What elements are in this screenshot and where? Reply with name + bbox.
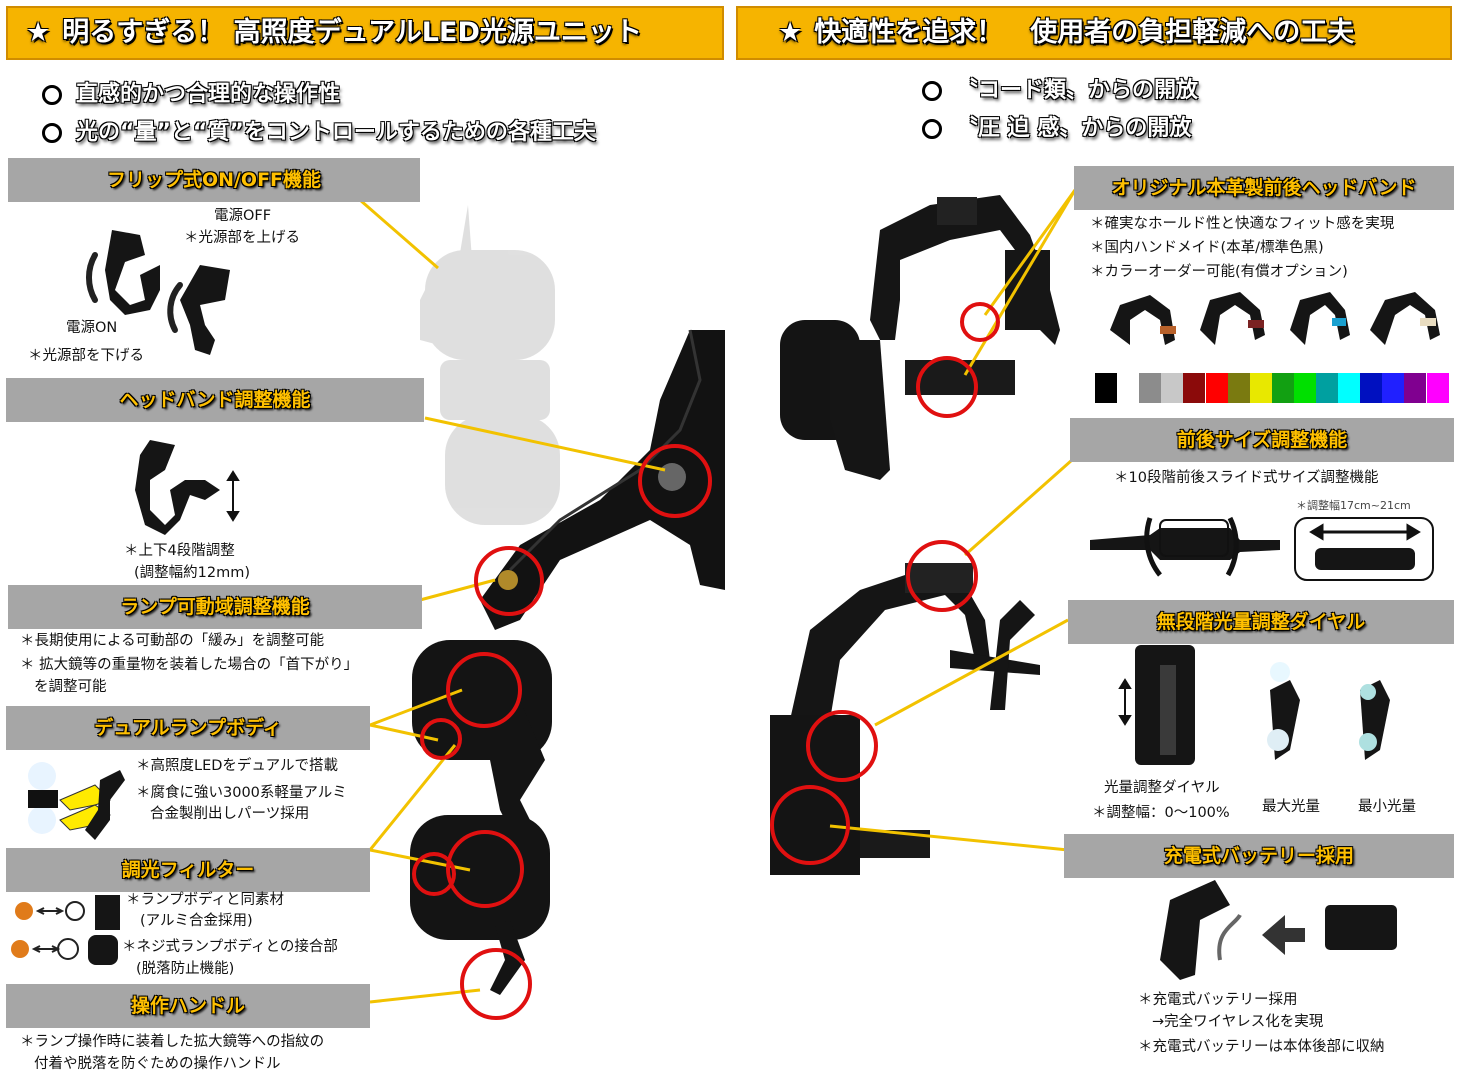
color-swatch	[1316, 373, 1338, 403]
ring-filter-1	[446, 830, 524, 908]
color-swatch	[1426, 373, 1449, 403]
color-swatch	[1205, 373, 1228, 403]
star-icon: ★	[778, 17, 803, 48]
right-banner-title: 快適性を追求！ 使用者の負担軽減への工夫	[814, 17, 1355, 48]
circle-bullet-icon	[42, 123, 62, 143]
color-swatch	[1117, 373, 1140, 403]
color-swatch	[1227, 373, 1250, 403]
ring-leather-1	[960, 302, 1000, 342]
headband-note-2: (調整幅約12mm)	[134, 565, 251, 581]
lamp-range-note-2: ＊ 拡大鏡等の重量物を装着した場合の「首下がり」	[20, 657, 359, 673]
ring-dual-lamp-1	[446, 652, 522, 728]
handle-note-1: ＊ランプ操作時に装着した拡大鏡等への指紋の	[20, 1034, 325, 1050]
dual-lamp-note-2: ＊腐食に強い3000系軽量アルミ	[136, 785, 347, 801]
left-banner-title: 明るすぎる！ 高照度デュアルLED光源ユニット	[62, 17, 642, 48]
filter-note-1: ＊ランプボディと同素材	[126, 892, 285, 908]
dial-note: ＊調整幅：0～100%	[1092, 805, 1230, 821]
dual-lamp-note-1: ＊高照度LEDをデュアルで搭載	[136, 758, 338, 774]
dial-min-label: 最小光量	[1358, 799, 1416, 815]
dial-max-label: 最大光量	[1262, 799, 1320, 815]
feature-flip-title: フリップ式ON/OFF機能	[8, 158, 420, 202]
feature-dual-lamp-title: デュアルランプボディ	[6, 706, 370, 750]
leather-note-2: ＊国内ハンドメイド(本革/標準色黒)	[1090, 240, 1324, 256]
feature-headband-title: ヘッドバンド調整機能	[6, 378, 424, 422]
ring-headband-knob	[638, 444, 712, 518]
filter-note-4: (脱落防止機能)	[136, 961, 235, 977]
feature-battery-title: 充電式バッテリー採用	[1064, 834, 1454, 878]
battery-note-3: ＊充電式バッテリーは本体後部に収納	[1138, 1039, 1385, 1055]
battery-note-2: →完全ワイヤレス化を実現	[1152, 1014, 1324, 1030]
lamp-range-note-1: ＊長期使用による可動部の「緩み」を調整可能	[20, 633, 325, 649]
color-swatch	[1139, 373, 1162, 403]
feature-lamp-range-title: ランプ可動域調整機能	[8, 585, 422, 629]
right-bullet-2: 〝圧 迫 感〟からの開放	[922, 110, 1191, 142]
flip-off-note: ＊光源部を上げる	[184, 230, 300, 246]
feature-leather-title: オリジナル本革製前後ヘッドバンド	[1074, 166, 1454, 210]
color-swatch	[1161, 373, 1184, 403]
size-range: ＊調整幅17cm~21cm	[1296, 499, 1411, 512]
leather-note-1: ＊確実なホールド性と快適なフィット感を実現	[1090, 216, 1395, 232]
left-bullet-2: 光の“量”と“質”をコントロールするための各種工夫	[42, 114, 596, 146]
left-bullet-1: 直感的かつ合理的な操作性	[42, 76, 340, 108]
circle-bullet-icon	[922, 81, 942, 101]
headband-note-1: ＊上下4段階調整	[124, 543, 235, 559]
flip-off-label: 電源OFF	[214, 208, 272, 224]
left-banner: ★ 明るすぎる！ 高照度デュアルLED光源ユニット	[6, 6, 724, 60]
battery-note-1: ＊充電式バッテリー採用	[1138, 992, 1298, 1008]
color-swatch	[1183, 373, 1206, 403]
filter-note-3: ＊ネジ式ランプボディとの接合部	[122, 939, 338, 955]
color-swatch	[1271, 373, 1294, 403]
feature-handle-title: 操作ハンドル	[6, 984, 370, 1028]
ring-dual-lamp-2	[420, 718, 462, 760]
color-swatch	[1095, 373, 1117, 403]
handle-note-2: 付着や脱落を防ぐための操作ハンドル	[34, 1056, 281, 1072]
lamp-range-note-3: を調整可能	[34, 679, 107, 695]
leather-note-3: ＊カラーオーダー可能(有償オプション)	[1090, 264, 1348, 280]
ring-battery	[770, 785, 850, 865]
color-swatch	[1404, 373, 1427, 403]
color-swatch	[1249, 373, 1272, 403]
right-bullet-1: 〝コード類〟からの開放	[922, 72, 1198, 104]
color-swatch	[1382, 373, 1405, 403]
color-swatch	[1293, 373, 1316, 403]
size-note-1: ＊10段階前後スライド式サイズ調整機能	[1114, 470, 1379, 486]
right-banner: ★ 快適性を追求！ 使用者の負担軽減への工夫	[736, 6, 1452, 60]
star-icon: ★	[26, 17, 51, 48]
feature-size-title: 前後サイズ調整機能	[1070, 418, 1454, 462]
ring-dial	[806, 710, 878, 782]
ring-leather-2	[916, 356, 978, 418]
dual-lamp-note-3: 合金製削出しパーツ採用	[150, 806, 310, 822]
ring-filter-2	[412, 852, 456, 896]
color-swatch	[1338, 373, 1361, 403]
feature-dial-title: 無段階光量調整ダイヤル	[1068, 600, 1454, 644]
filter-note-2: (アルミ合金採用)	[140, 913, 253, 929]
feature-filter-title: 調光フィルター	[6, 848, 370, 892]
flip-on-label: 電源ON	[66, 320, 118, 336]
flip-on-note: ＊光源部を下げる	[28, 348, 144, 364]
ring-handle	[460, 948, 532, 1020]
color-swatch	[1360, 373, 1383, 403]
circle-bullet-icon	[42, 85, 62, 105]
circle-bullet-icon	[922, 119, 942, 139]
ring-size	[906, 540, 978, 612]
ring-lamp-range	[474, 546, 544, 616]
dial-label: 光量調整ダイヤル	[1104, 780, 1220, 796]
